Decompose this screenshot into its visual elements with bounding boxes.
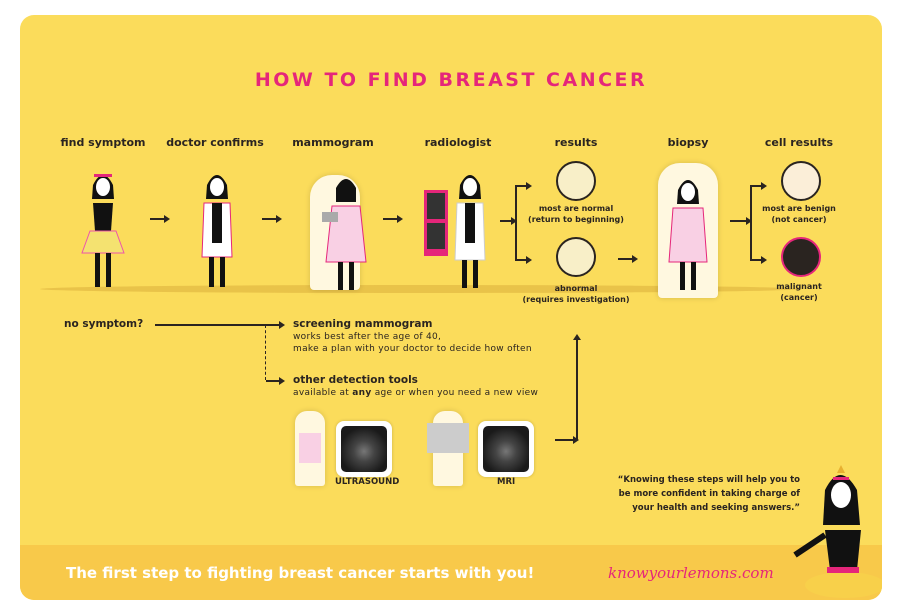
malignant-cells-icon (781, 237, 821, 277)
step-mammogram: mammogram (292, 136, 374, 149)
benign-note: (not cancer) (771, 215, 827, 224)
branch-line (730, 217, 752, 224)
woman-gown-biopsy-illustration (668, 180, 708, 290)
mri-label: MRI (497, 477, 516, 487)
arrow (618, 255, 638, 262)
xray-lightbox (424, 190, 448, 256)
branch-line (515, 185, 517, 260)
malignant-label: malignant (776, 282, 822, 291)
return-arrow (576, 340, 578, 440)
mri-image (478, 421, 534, 477)
step-results: results (554, 136, 598, 149)
return-line (555, 436, 579, 443)
no-symptom-label: no symptom? (64, 318, 144, 330)
other-tools-desc: available at any age or when you need a … (293, 388, 539, 398)
website-link[interactable]: knowyourlemons.com (608, 564, 774, 582)
woman-symptom-illustration (81, 174, 125, 287)
malignant-note: (cancer) (780, 293, 818, 302)
woman-gown-mammogram-illustration (322, 179, 367, 290)
arrow (155, 321, 285, 328)
abnormal-note: (requires investigation) (522, 295, 630, 304)
arrow (515, 182, 532, 189)
arrow (262, 215, 282, 222)
normal-result-icon (556, 161, 596, 201)
benign-cells-icon (781, 161, 821, 201)
arrow-up-icon (573, 334, 581, 340)
arrow (266, 377, 285, 384)
screening-title: screening mammogram (293, 318, 433, 330)
normal-note: (return to beginning) (528, 215, 624, 224)
branch-line (750, 185, 752, 260)
other-tools-title: other detection tools (293, 374, 418, 386)
doctor-illustration (201, 175, 233, 287)
arrow (383, 215, 403, 222)
arrow (750, 182, 767, 189)
mri-figure (427, 411, 469, 486)
screening-line2: make a plan with your doctor to decide h… (293, 344, 532, 354)
ultrasound-image (336, 421, 392, 477)
step-cell-results: cell results (764, 136, 834, 149)
dashed-line (265, 325, 266, 380)
step-find-symptom: find symptom (60, 136, 146, 149)
abnormal-label: abnormal (554, 284, 598, 293)
mascot-lemon-lady (793, 465, 882, 598)
infographic-card: HOW TO FIND BREAST CANCER find symptom d… (20, 15, 882, 600)
branch-line (500, 217, 517, 224)
radiologist-illustration (454, 175, 486, 288)
normal-label: most are normal (538, 204, 614, 213)
arrow (150, 215, 170, 222)
arrow (515, 256, 532, 263)
step-radiologist: radiologist (424, 136, 492, 149)
screening-line1: works best after the age of 40, (293, 332, 442, 342)
step-doctor-confirms: doctor confirms (166, 136, 264, 149)
arrow (750, 256, 767, 263)
footer-tagline: The first step to fighting breast cancer… (66, 564, 535, 582)
ultrasound-label: ULTRASOUND (335, 477, 400, 487)
footer-band (20, 545, 882, 600)
ultrasound-figure (295, 411, 325, 486)
benign-label: most are benign (762, 204, 836, 213)
ground-shadow (40, 285, 800, 293)
page-title: HOW TO FIND BREAST CANCER (254, 69, 648, 91)
abnormal-result-icon (556, 237, 596, 277)
step-biopsy: biopsy (667, 136, 709, 149)
